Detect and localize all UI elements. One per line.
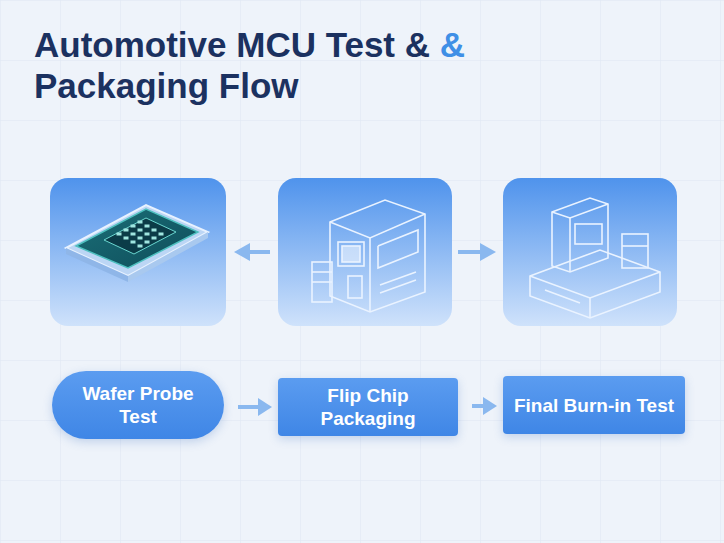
chip-pad bbox=[131, 241, 136, 244]
icon-tile bbox=[50, 178, 226, 326]
node-label: Final Burn-in Test bbox=[504, 394, 684, 417]
chip-pad bbox=[152, 237, 157, 240]
arrow-head bbox=[483, 397, 497, 415]
chip-pad bbox=[138, 237, 143, 240]
chip-pad bbox=[138, 229, 143, 232]
chip-pad bbox=[145, 225, 150, 228]
chip-illustration bbox=[66, 205, 208, 282]
chip-pad bbox=[152, 229, 157, 232]
icon-tile bbox=[278, 178, 452, 326]
chip-pad bbox=[145, 241, 150, 244]
burn-in-tester bbox=[530, 198, 660, 318]
process-box: Flip Chip Packaging bbox=[278, 378, 458, 436]
chip-pad bbox=[138, 221, 143, 224]
icon-tile bbox=[503, 178, 677, 326]
arrow-shaft bbox=[238, 405, 258, 409]
chip-pad bbox=[131, 233, 136, 236]
flow-arrow bbox=[472, 397, 497, 415]
chip-pad bbox=[124, 229, 129, 232]
chip-pad bbox=[124, 237, 129, 240]
chip-pad bbox=[159, 233, 164, 236]
chip-pad bbox=[138, 245, 143, 248]
node-label: Flip Chip Packaging bbox=[278, 384, 458, 430]
chip-pads bbox=[117, 221, 164, 248]
chip-pad bbox=[131, 225, 136, 228]
chip-pad bbox=[145, 233, 150, 236]
packaging-machine bbox=[312, 200, 425, 312]
process-box: Final Burn-in Test bbox=[503, 376, 685, 434]
arrow-head bbox=[258, 398, 272, 416]
diagram-title: Automotive MCU Test & & Packaging Flow bbox=[34, 24, 504, 106]
process-pill: Wafer Probe Test bbox=[52, 371, 224, 439]
tile-arrow bbox=[234, 243, 496, 261]
arrow-shaft bbox=[472, 404, 483, 408]
flow-arrow bbox=[238, 398, 272, 416]
node-label: Wafer Probe Test bbox=[52, 382, 224, 428]
chip-pad bbox=[117, 233, 122, 236]
